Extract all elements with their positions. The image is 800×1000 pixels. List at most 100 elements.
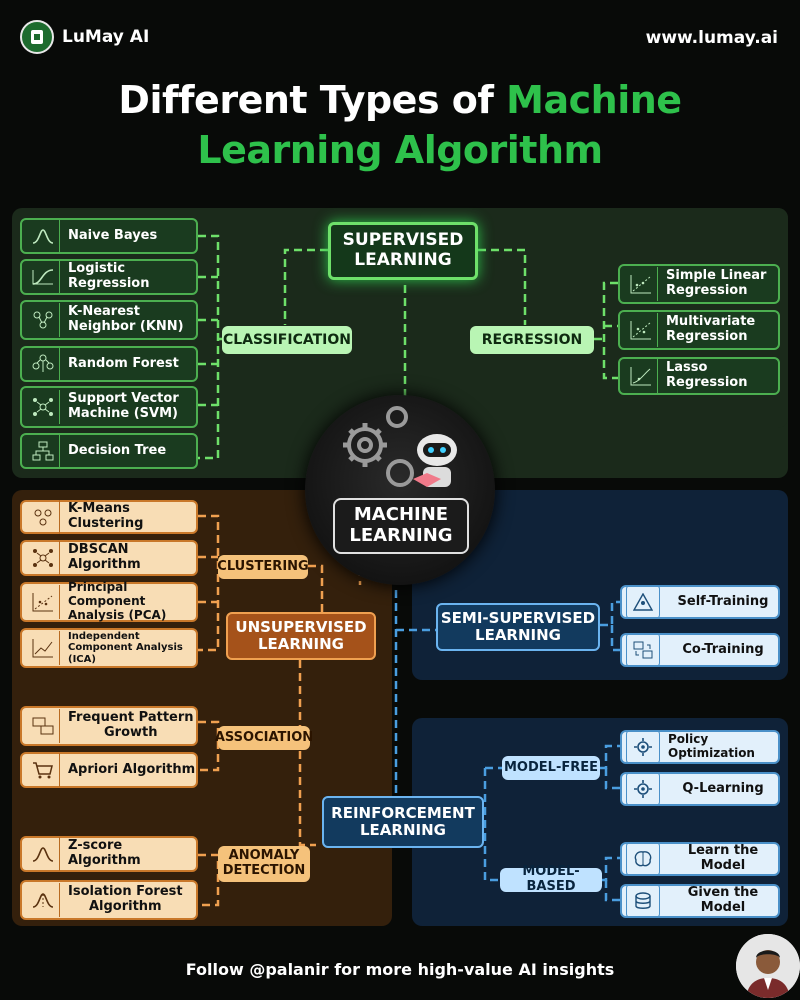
reinforcement-label-line2: LEARNING <box>360 821 446 839</box>
zscore-item[interactable]: Z-score Algorithm <box>20 836 198 872</box>
unsupervised-label-line2: LEARNING <box>258 635 344 653</box>
nodes-icon <box>26 303 60 337</box>
tree-icon <box>26 347 60 381</box>
center-line2: LEARNING <box>349 525 453 546</box>
item-label: Learn the Model <box>687 843 759 873</box>
policy-optimization-item[interactable]: Policy Optimization <box>620 730 780 764</box>
bell-curve-icon <box>26 883 60 917</box>
unsupervised-label-line1: UNSUPERVISED <box>235 617 367 636</box>
bell-curve-icon <box>26 837 60 871</box>
self-training-item[interactable]: Self-Training <box>620 585 780 619</box>
brand-logo-icon <box>31 30 43 44</box>
logistic-regression-item[interactable]: Logistic Regression <box>20 259 198 295</box>
brand-name: LuMay AI <box>62 27 150 47</box>
scatter-line-icon <box>624 267 658 301</box>
item-label: Z-score Algorithm <box>68 838 141 868</box>
pyramid-icon <box>626 585 660 619</box>
naive-bayes-item[interactable]: Naive Bayes <box>20 218 198 254</box>
center-hub <box>305 395 495 585</box>
gear-icon <box>626 772 660 806</box>
given-the-model-item[interactable]: Given the Model <box>620 884 780 918</box>
cluster-icon <box>26 500 60 534</box>
random-forest-item[interactable]: Random Forest <box>20 346 198 382</box>
item-label: Given the Model <box>687 885 759 915</box>
network-icon <box>26 541 60 575</box>
regression-label: REGRESSION <box>470 326 594 354</box>
item-label: Co-Training <box>682 641 764 657</box>
item-label: Q-Learning <box>682 780 764 796</box>
reinforcement-label-line1: REINFORCEMENT <box>331 803 475 822</box>
item-label: K-Means Clustering <box>68 501 144 531</box>
semi-label-line2: LEARNING <box>475 626 561 644</box>
model-based-label: MODEL-BASED <box>500 864 602 894</box>
title-part2: Machine <box>506 78 682 122</box>
scatter-line-icon <box>624 359 658 393</box>
scatter-icon <box>26 585 60 619</box>
lasso-regression-item[interactable]: Lasso Regression <box>618 357 780 395</box>
item-label: DBSCAN Algorithm <box>68 542 141 572</box>
site-url[interactable]: www.lumay.ai <box>645 28 778 48</box>
kmeans-item[interactable]: K-Means Clustering <box>20 500 198 534</box>
cart-icon <box>26 753 60 787</box>
footer-cta: Follow @palanir for more high-value AI i… <box>185 960 615 979</box>
page-title-line2: Learning Algorithm <box>0 128 800 172</box>
brand-logo[interactable] <box>20 20 54 54</box>
avatar[interactable] <box>736 934 800 998</box>
semi-label-line1: SEMI-SUPERVISED <box>440 608 596 627</box>
co-training-item[interactable]: Co-Training <box>620 633 780 667</box>
item-label: Logistic Regression <box>68 261 150 291</box>
supervised-label-line1: SUPERVISED <box>342 230 464 251</box>
brain-icon <box>626 842 660 876</box>
clustering-label: CLUSTERING <box>217 555 309 579</box>
learn-the-model-item[interactable]: Learn the Model <box>620 842 780 876</box>
pattern-icon <box>26 709 60 743</box>
flowchart-icon <box>26 434 60 468</box>
dbscan-item[interactable]: DBSCAN Algorithm <box>20 540 198 576</box>
item-label: Decision Tree <box>68 442 167 458</box>
title-part3: Learning Algorithm <box>197 128 603 172</box>
sigmoid-curve-icon <box>26 260 60 294</box>
decision-tree-item[interactable]: Decision Tree <box>20 433 198 469</box>
q-learning-item[interactable]: Q-Learning <box>620 772 780 806</box>
item-label: Policy Optimization <box>668 732 755 760</box>
item-label: Apriori Algorithm <box>68 761 196 777</box>
model-free-label: MODEL-FREE <box>502 756 600 780</box>
bell-curve-icon <box>26 219 60 253</box>
center-line1: MACHINE <box>353 504 449 526</box>
item-label: Naive Bayes <box>68 227 158 243</box>
scatter-line-icon <box>624 313 658 347</box>
gear-icon <box>626 730 660 764</box>
database-icon <box>626 884 660 918</box>
classification-label: CLASSIFICATION <box>222 326 352 354</box>
item-label: Self-Training <box>677 593 769 609</box>
gears-robot-illustration <box>343 406 457 487</box>
title-part1: Different Types of <box>118 78 494 122</box>
apriori-item[interactable]: Apriori Algorithm <box>20 752 198 788</box>
exchange-icon <box>626 633 660 667</box>
item-label: Random Forest <box>68 355 179 371</box>
chart-icon <box>26 631 60 665</box>
association-label: ASSOCIATION <box>215 726 313 750</box>
item-label: Lasso Regression <box>666 360 748 390</box>
